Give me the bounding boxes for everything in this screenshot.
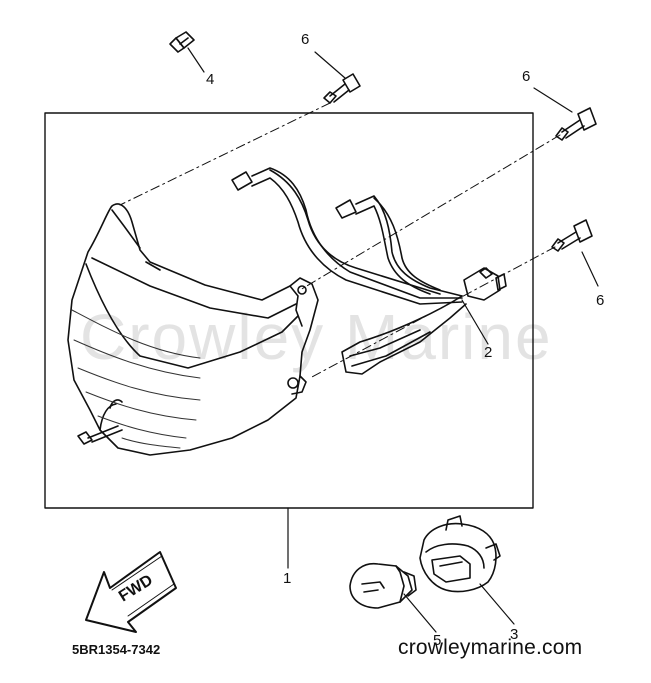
callout-6a: 6 (301, 31, 310, 48)
leader-6a (314, 51, 346, 79)
part-4-bulb (169, 31, 195, 53)
callout-3: 3 (510, 626, 519, 643)
leader-5 (403, 593, 437, 633)
leader-4 (187, 47, 205, 73)
housing-bolt (77, 425, 123, 445)
leader-3 (479, 583, 515, 625)
bolt-6c (551, 219, 593, 252)
callout-6c: 6 (596, 292, 605, 309)
callout-4: 4 (206, 71, 215, 88)
headlight-housing (67, 203, 319, 456)
callout-5: 5 (433, 632, 442, 649)
part-5-bulb (349, 562, 437, 633)
part-code: 5BR1354-7342 (72, 642, 161, 657)
assembly-frame (44, 112, 534, 509)
callout-6b: 6 (522, 68, 531, 85)
site-watermark: crowleymarine.com (398, 636, 583, 659)
part-3-socket (419, 515, 515, 625)
leader-6b (533, 87, 573, 113)
bolt-6b (555, 107, 597, 141)
leader-6c (581, 251, 599, 287)
lens-curves (71, 309, 201, 449)
callout-2: 2 (484, 344, 493, 361)
wire-harness (231, 167, 507, 375)
dash-lines (119, 102, 561, 379)
callout-1: 1 (283, 570, 292, 587)
bolt-6a (323, 73, 361, 104)
fwd-arrow (85, 551, 177, 633)
leader-2 (461, 299, 489, 345)
